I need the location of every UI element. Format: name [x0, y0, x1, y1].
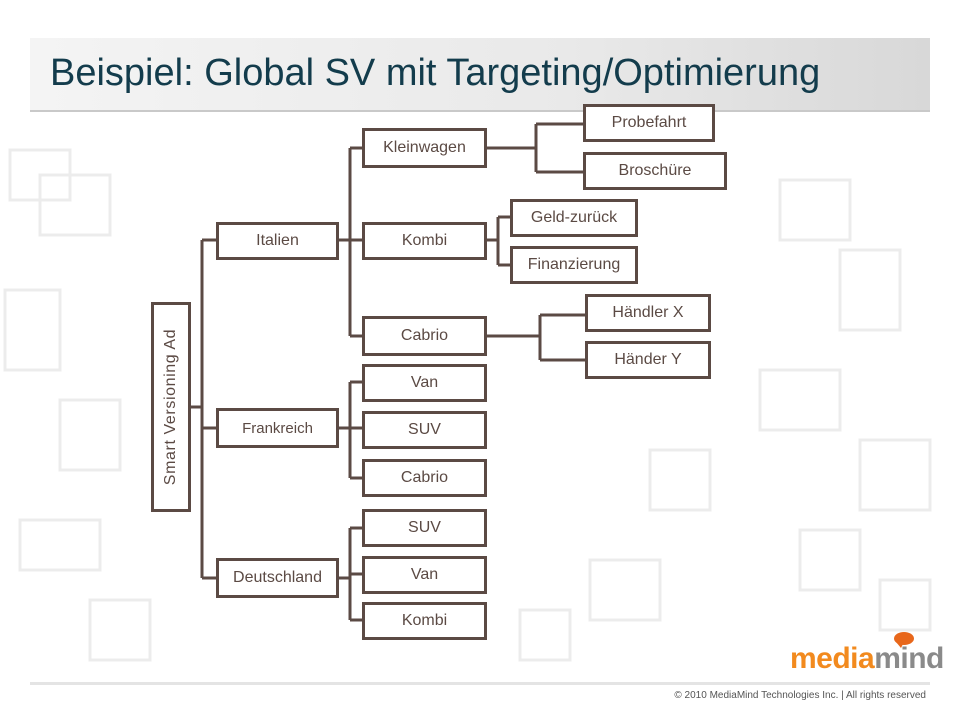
node-geld-zurueck: Geld-zurück — [510, 199, 638, 237]
speech-bubble-icon — [894, 632, 914, 648]
node-kombi: Kombi — [362, 222, 487, 260]
footer-divider — [30, 682, 930, 685]
copyright-text: © 2010 MediaMind Technologies Inc. | All… — [674, 690, 926, 701]
node-probefahrt: Probefahrt — [583, 104, 715, 142]
node-kombi-deutschland: Kombi — [362, 602, 487, 640]
root-label: Smart Versioning Ad — [162, 328, 179, 486]
mediamind-logo: mediamind — [790, 632, 944, 675]
node-deutschland: Deutschland — [216, 558, 339, 598]
node-finanzierung: Finanzierung — [510, 246, 638, 284]
node-van-frankreich: Van — [362, 364, 487, 402]
root-node: Smart Versioning Ad — [151, 302, 191, 512]
node-frankreich: Frankreich — [216, 408, 339, 448]
node-cabrio-frankreich: Cabrio — [362, 459, 487, 497]
node-haendler-x: Händler X — [585, 294, 711, 332]
title-bar — [30, 38, 930, 112]
node-italien: Italien — [216, 222, 339, 260]
node-broschuere: Broschüre — [583, 152, 727, 190]
slide-title: Beispiel: Global SV mit Targeting/Optimi… — [50, 52, 821, 94]
node-haender-y: Händer Y — [585, 341, 711, 379]
node-suv-frankreich: SUV — [362, 411, 487, 449]
node-suv-deutschland: SUV — [362, 509, 487, 547]
node-cabrio-italien: Cabrio — [362, 316, 487, 356]
node-van-deutschland: Van — [362, 556, 487, 594]
node-kleinwagen: Kleinwagen — [362, 128, 487, 168]
